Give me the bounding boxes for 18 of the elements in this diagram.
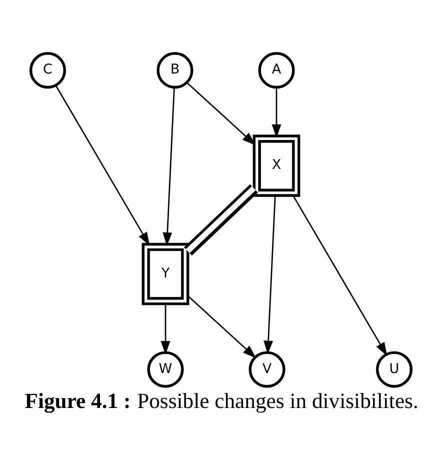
arrow <box>292 195 388 356</box>
arrow <box>160 304 170 354</box>
arrow <box>186 82 256 145</box>
node-box: Y <box>142 242 190 305</box>
caption: Figure 4.1 : Possible changes in divisibilites. <box>24 388 418 412</box>
node-circle: C <box>29 52 66 88</box>
arrow <box>188 294 256 358</box>
node-circle: U <box>376 350 413 388</box>
node-box: X <box>252 134 300 196</box>
connector <box>184 184 258 256</box>
arrow <box>264 195 276 354</box>
arrow <box>272 86 282 138</box>
node-circle: A <box>258 52 295 88</box>
arrow <box>162 86 175 246</box>
node-circle: W <box>147 350 184 388</box>
node-circle: B <box>156 52 194 88</box>
node-circle: V <box>248 350 286 388</box>
arrow <box>55 84 150 246</box>
